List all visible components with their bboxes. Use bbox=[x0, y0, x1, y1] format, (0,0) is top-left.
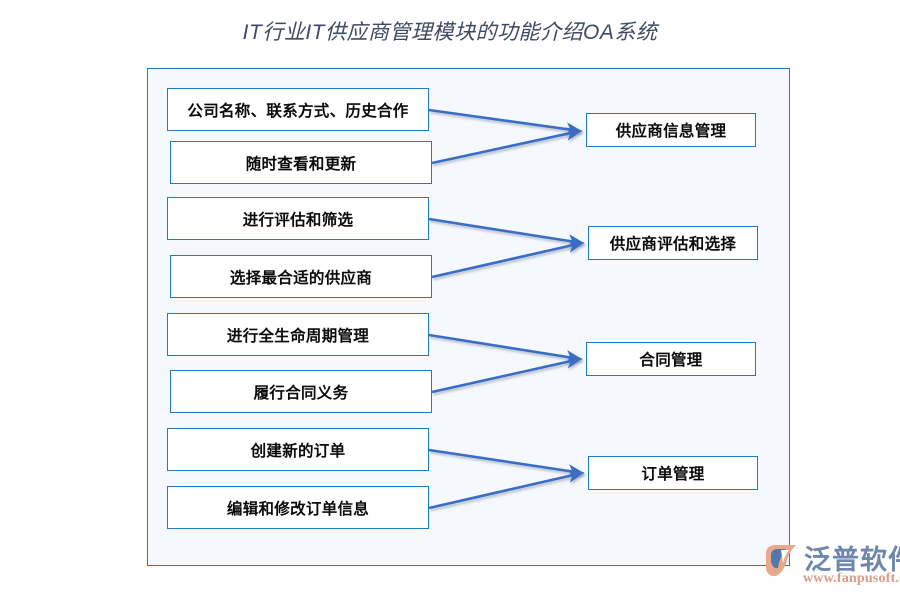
target-node-t4[interactable]: 订单管理 bbox=[588, 456, 758, 490]
source-node-s1[interactable]: 公司名称、联系方式、历史合作 bbox=[167, 88, 429, 131]
source-node-s3[interactable]: 进行评估和筛选 bbox=[167, 197, 429, 240]
source-node-s5[interactable]: 进行全生命周期管理 bbox=[167, 313, 429, 356]
source-node-s4[interactable]: 选择最合适的供应商 bbox=[170, 255, 432, 298]
source-node-s2[interactable]: 随时查看和更新 bbox=[170, 141, 432, 184]
source-node-s6[interactable]: 履行合同义务 bbox=[170, 370, 432, 413]
target-node-t1[interactable]: 供应商信息管理 bbox=[586, 113, 756, 147]
target-node-t3[interactable]: 合同管理 bbox=[586, 342, 756, 376]
brand-logo: 泛普软件 www.fanpusoft.com bbox=[762, 538, 900, 596]
target-node-t2[interactable]: 供应商评估和选择 bbox=[588, 226, 758, 260]
brand-url: www.fanpusoft.com bbox=[803, 571, 900, 586]
brand-name: 泛普软件 bbox=[804, 545, 900, 575]
fanpu-logo-icon bbox=[766, 545, 796, 577]
source-node-s8[interactable]: 编辑和修改订单信息 bbox=[167, 486, 429, 529]
page-title: IT行业IT供应商管理模块的功能介绍OA系统 bbox=[242, 21, 658, 44]
source-node-s7[interactable]: 创建新的订单 bbox=[167, 428, 429, 471]
